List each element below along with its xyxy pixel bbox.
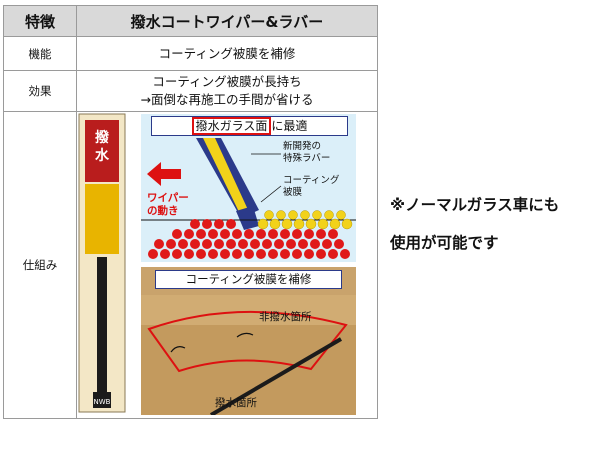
header-feature: 特徴: [3, 5, 77, 37]
product-package-image: 撥 水 NWB: [78, 113, 130, 416]
windshield-panel: コーティング被膜を補修 非撥水箇所 撥水箇所: [141, 267, 356, 415]
row-value-function: コーティング被膜を補修: [76, 36, 378, 71]
wiper-motion-line: の動き: [147, 205, 179, 217]
non-repellent-label: 非撥水箇所: [259, 311, 312, 323]
label-rest: に最適: [271, 119, 308, 133]
wiper-motion-line: ワイパー: [147, 192, 189, 204]
top-panel-label: 撥水ガラス面に最適: [151, 116, 348, 136]
note-line-1: ※ノーマルガラス車にも: [390, 196, 560, 214]
row-key-effect: 効果: [3, 70, 77, 112]
label-highlight: 撥水ガラス面: [191, 117, 272, 135]
coating-line: 被膜: [283, 187, 303, 198]
new-rubber-line: 新開発の: [283, 141, 322, 152]
motion-arrow-icon: [147, 162, 181, 186]
header-product: 撥水コートワイパー&ラバー: [76, 5, 378, 37]
new-rubber-line: 特殊ラバー: [283, 153, 331, 164]
row-value-line: →面倒な再施工の手間が省ける: [140, 92, 314, 107]
table-row: 効果 コーティング被膜が長持ち →面倒な再施工の手間が省ける: [3, 70, 378, 112]
table-row: 機能 コーティング被膜を補修: [3, 36, 378, 71]
new-rubber-label: 新開発の 特殊ラバー: [283, 141, 330, 165]
repellent-label: 撥水箇所: [215, 397, 257, 409]
note-line-2: 使用が可能です: [390, 234, 499, 252]
mechanism-illustration: 撥 水 NWB: [76, 111, 378, 419]
table-row: 仕組み 撥 水 NWB: [3, 111, 378, 419]
cross-section-panel: 撥水ガラス面に最適 ワイパー の動き 新開発の 特殊ラバー コーティング 被膜: [141, 114, 356, 262]
row-value-line: コーティング被膜が長持ち: [152, 74, 302, 89]
row-value-effect: コーティング被膜が長持ち →面倒な再施工の手間が省ける: [76, 70, 378, 112]
package-brand: NWB: [94, 398, 111, 406]
row-key-function: 機能: [3, 36, 77, 71]
row-value-line: コーティング被膜を補修: [158, 45, 296, 61]
header-row: 特徴 撥水コートワイパー&ラバー: [3, 5, 378, 37]
spec-table: 特徴 撥水コートワイパー&ラバー 機能 コーティング被膜を補修 効果 コーティン…: [3, 5, 378, 419]
bottom-panel-label: コーティング被膜を補修: [155, 270, 342, 289]
coating-label: コーティング 被膜: [283, 175, 339, 199]
wiper-motion-label: ワイパー の動き: [147, 192, 189, 218]
row-key-mechanism: 仕組み: [3, 111, 77, 419]
coating-line: コーティング: [283, 175, 340, 186]
package-title-2: 水: [95, 147, 110, 164]
package-title-1: 撥: [95, 130, 110, 146]
